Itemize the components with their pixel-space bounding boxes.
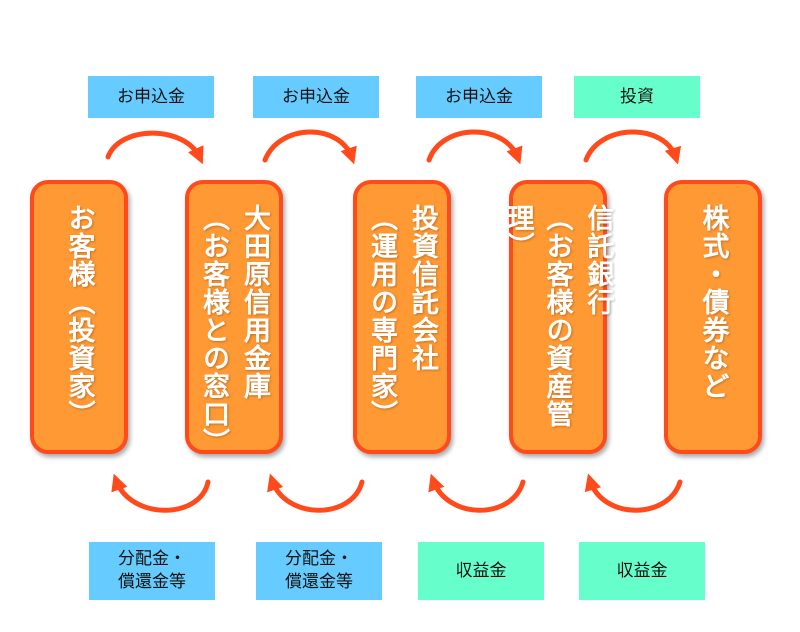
entity-investment-trust-company-line-1: 投資信託会社 xyxy=(407,204,438,372)
bottom-label-distribution-1: 分配金・ 償還金等 xyxy=(89,542,215,600)
bottom-label-distribution-2-line-1: 分配金・ xyxy=(285,549,353,570)
arrow-top-1 xyxy=(105,130,204,165)
bottom-label-earnings-1-line-1: 収益金 xyxy=(455,560,507,581)
arrow-bottom-3 xyxy=(428,473,526,513)
entity-trust-bank: 信託銀行 （お客様の資産管理） xyxy=(503,180,614,454)
bottom-label-distribution-2: 分配金・ 償還金等 xyxy=(256,542,382,600)
entity-investment-trust-company-line-2: （運用の専門家） xyxy=(366,204,397,428)
arrow-top-3 xyxy=(426,129,523,165)
entity-trust-bank-line-2: （お客様の資産管理） xyxy=(502,204,573,428)
arrow-bottom-1 xyxy=(111,473,211,513)
arrow-top-2 xyxy=(262,129,357,165)
entity-customer-line-1: お客様（投資家） xyxy=(63,204,95,428)
entity-trust-bank-line-1: 信託銀行 xyxy=(582,204,614,316)
bottom-label-distribution-1-line-2: 償還金等 xyxy=(118,572,186,592)
entity-shinkin-bank-line-2: （お客様との窓口） xyxy=(198,204,229,456)
top-label-subscription-1: お申込金 xyxy=(88,76,214,118)
entity-shinkin-bank: 大田原信用金庫 （お客様との窓口） xyxy=(185,180,283,456)
entity-investment-trust-company: 投資信託会社 （運用の専門家） xyxy=(353,180,451,454)
entity-stocks-bonds-line-1: 株式・債券など xyxy=(697,204,729,400)
arrow-top-4 xyxy=(583,129,682,165)
entity-shinkin-bank-line-1: 大田原信用金庫 xyxy=(239,204,270,400)
bottom-label-earnings-2: 収益金 xyxy=(579,542,705,600)
arrow-bottom-4 xyxy=(584,473,683,513)
bottom-label-distribution-2-line-2: 償還金等 xyxy=(285,572,353,592)
top-label-subscription-3: お申込金 xyxy=(416,76,542,118)
bottom-label-distribution-1-line-1: 分配金・ xyxy=(118,549,186,570)
arrow-bottom-2 xyxy=(267,473,365,513)
bottom-label-earnings-2-line-1: 収益金 xyxy=(616,560,668,581)
top-label-investment: 投資 xyxy=(574,76,700,118)
top-label-subscription-2: お申込金 xyxy=(253,76,379,118)
entity-stocks-bonds: 株式・債券など xyxy=(664,180,762,454)
bottom-label-earnings-1: 収益金 xyxy=(418,542,544,600)
entity-customer: お客様（投資家） xyxy=(30,180,128,454)
